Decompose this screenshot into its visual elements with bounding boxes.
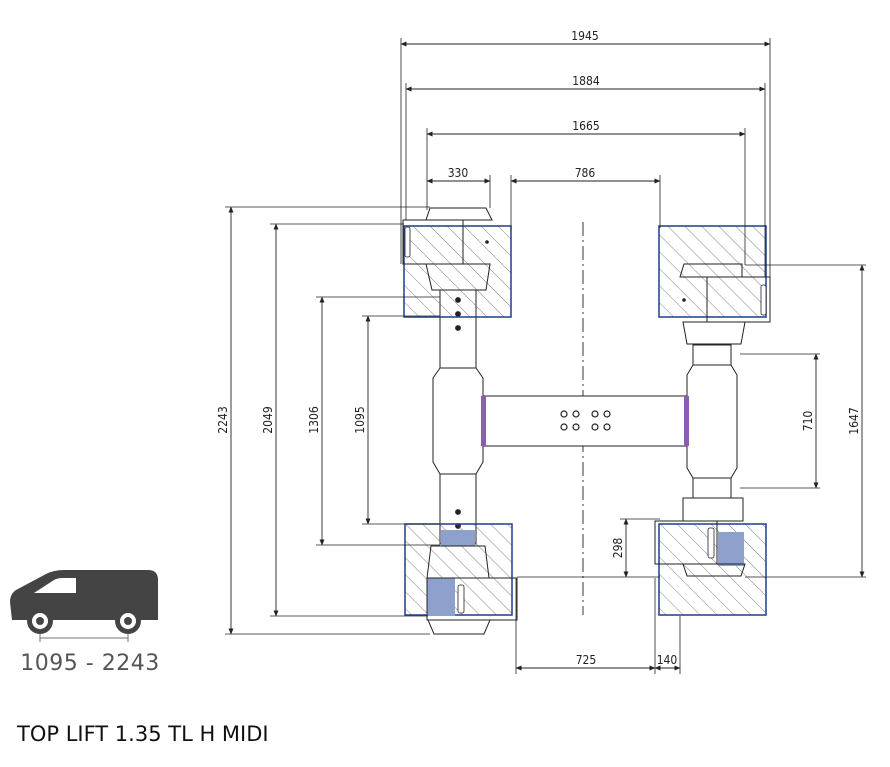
dim-140: 140 — [657, 653, 678, 667]
dim-1306: 1306 — [307, 406, 321, 434]
dim-1647: 1647 — [847, 407, 861, 434]
model-title: TOP LIFT 1.35 TL H MIDI — [17, 722, 269, 746]
pad-bottom-left — [404, 523, 518, 635]
dim-330: 330 — [448, 166, 469, 180]
pad-top-left — [402, 207, 512, 318]
pad-top-right — [658, 225, 771, 345]
dim-298: 298 — [611, 538, 625, 559]
dim-1665: 1665 — [572, 119, 599, 133]
cross-beam — [481, 395, 689, 447]
right-column — [686, 344, 738, 499]
dim-1095: 1095 — [353, 406, 367, 433]
van-icon — [10, 570, 158, 642]
dim-725: 725 — [576, 653, 597, 667]
dimension-labels: 1945 1884 1665 330 786 2243 2049 1306 10… — [216, 29, 861, 667]
dim-2049: 2049 — [261, 406, 275, 434]
vehicle-wheelbase-range: 1095 - 2243 — [20, 651, 159, 676]
dim-1945: 1945 — [571, 29, 598, 43]
dim-710: 710 — [801, 411, 815, 432]
dim-786: 786 — [575, 166, 596, 180]
dim-2243: 2243 — [216, 406, 230, 433]
dim-1884: 1884 — [572, 74, 600, 88]
extension-lines — [225, 38, 866, 674]
dimension-lines — [228, 41, 865, 671]
left-column — [432, 289, 484, 545]
pad-bottom-right — [654, 497, 767, 616]
